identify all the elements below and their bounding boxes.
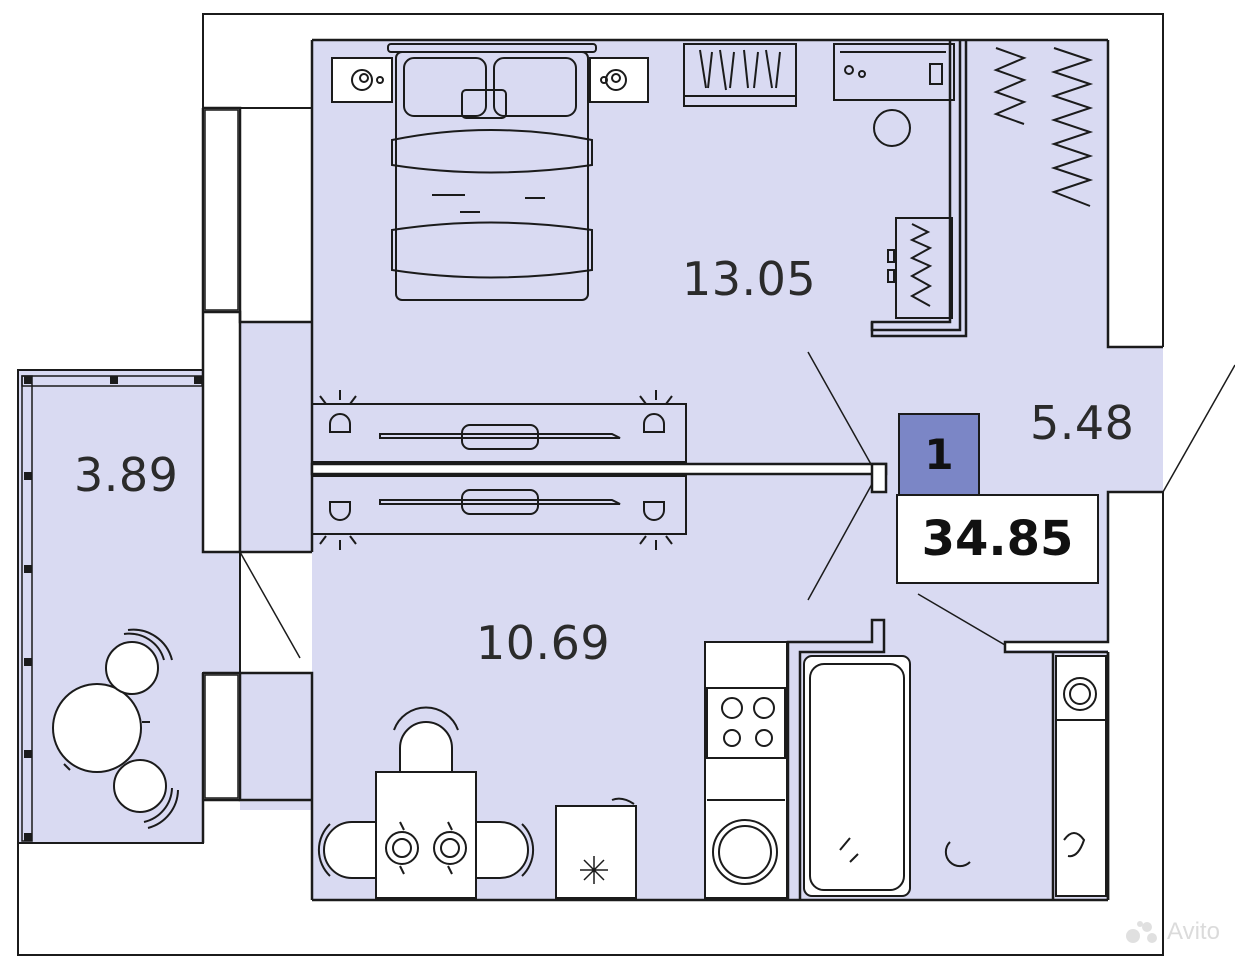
dresser [683,43,797,107]
kitchen-area-label: 10.69 [476,616,611,670]
tv-units [311,390,687,550]
washer [1055,655,1107,897]
avito-watermark-text: Avito [1167,918,1220,945]
hall-area-label: 5.48 [1030,396,1135,450]
door-swings [239,351,1235,659]
dining-table [317,706,535,899]
avito-watermark: Avito [1125,918,1220,946]
nightstands [331,57,649,103]
rooms-count-badge: 1 [898,413,980,496]
stove [704,641,788,899]
bathtub [803,655,971,897]
avito-logo-icon [1126,921,1157,943]
bed [387,43,597,301]
fridge [555,797,637,899]
balcony-area-label: 3.89 [74,448,179,502]
walls [201,38,1163,902]
balcony-table [52,628,179,829]
total-area-badge: 34.85 [896,494,1099,584]
windows [204,109,239,799]
coat-rack [993,47,1094,207]
bedroom-area-label: 13.05 [682,252,817,306]
vanity [833,43,955,147]
wardrobe [887,217,953,319]
